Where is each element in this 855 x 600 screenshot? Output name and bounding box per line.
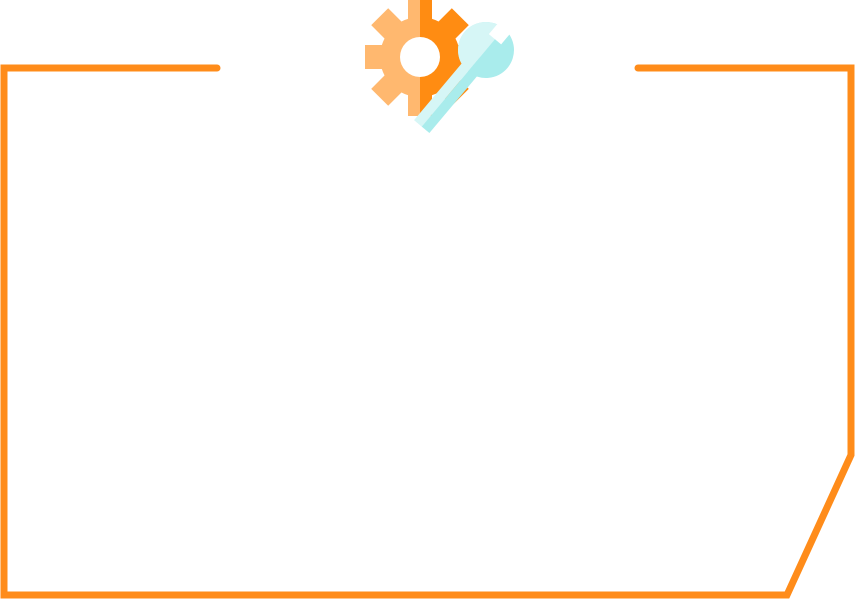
frame-border [0, 64, 855, 599]
wrench-icon [414, 14, 518, 134]
gear-icon [365, 0, 475, 116]
